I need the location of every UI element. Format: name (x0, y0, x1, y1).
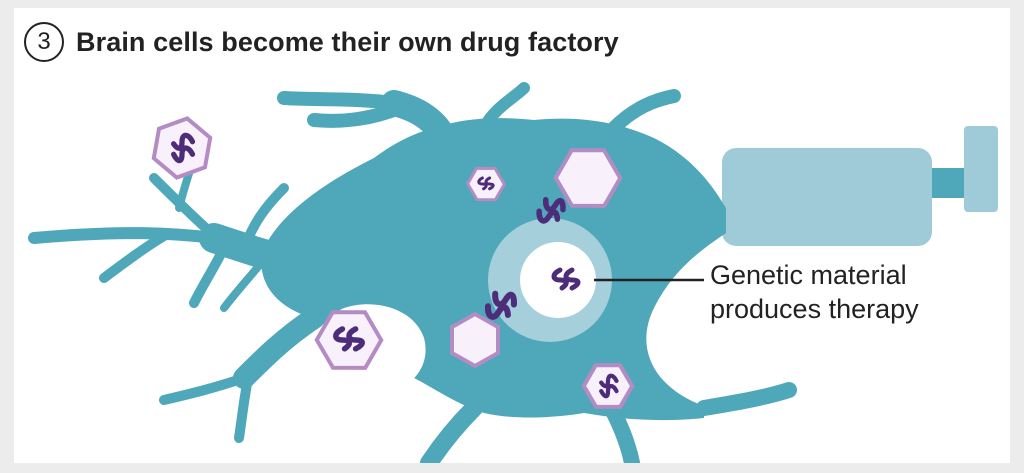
viral-particle-hexagon (314, 310, 384, 370)
viral-particle-hexagon (465, 166, 507, 202)
dendrite (239, 183, 289, 253)
viral-particle-hexagon (581, 363, 635, 409)
dendrite (607, 89, 681, 135)
cell-nucleus (488, 218, 612, 342)
annotation-line-1: Genetic material (710, 260, 907, 290)
dendrite (233, 307, 325, 389)
viral-particle-hexagon-empty (450, 311, 500, 369)
diagram-header: 3 Brain cells become their own drug fact… (24, 22, 619, 62)
dendrite (159, 373, 249, 405)
diagram-card: 3 Brain cells become their own drug fact… (14, 8, 1010, 463)
viral-particles (151, 116, 635, 409)
dendrite (28, 227, 220, 244)
dendrite (307, 101, 406, 128)
dendrite (189, 243, 229, 308)
step-number-badge: 3 (24, 22, 64, 62)
viral-particle-hexagon (151, 116, 213, 180)
neuron-illustration (28, 82, 998, 463)
annotation-label: Genetic material produces therapy (710, 258, 919, 326)
dendrite (696, 382, 797, 416)
viral-particle-hexagon-empty (553, 148, 623, 208)
syringe (722, 126, 998, 246)
dendrite (478, 82, 530, 134)
dendrite (99, 231, 169, 283)
dendrite (234, 368, 254, 443)
dendrite (277, 91, 401, 110)
syringe-barrel (722, 148, 932, 246)
dendrite (420, 399, 483, 463)
neuron (28, 82, 797, 463)
syringe-plunger-head (964, 126, 998, 212)
annotation-line-2: produces therapy (710, 294, 919, 324)
diagram-title: Brain cells become their own drug factor… (76, 26, 619, 57)
dendrite (220, 249, 273, 312)
dendrite (149, 173, 224, 245)
dendrite (606, 405, 640, 463)
